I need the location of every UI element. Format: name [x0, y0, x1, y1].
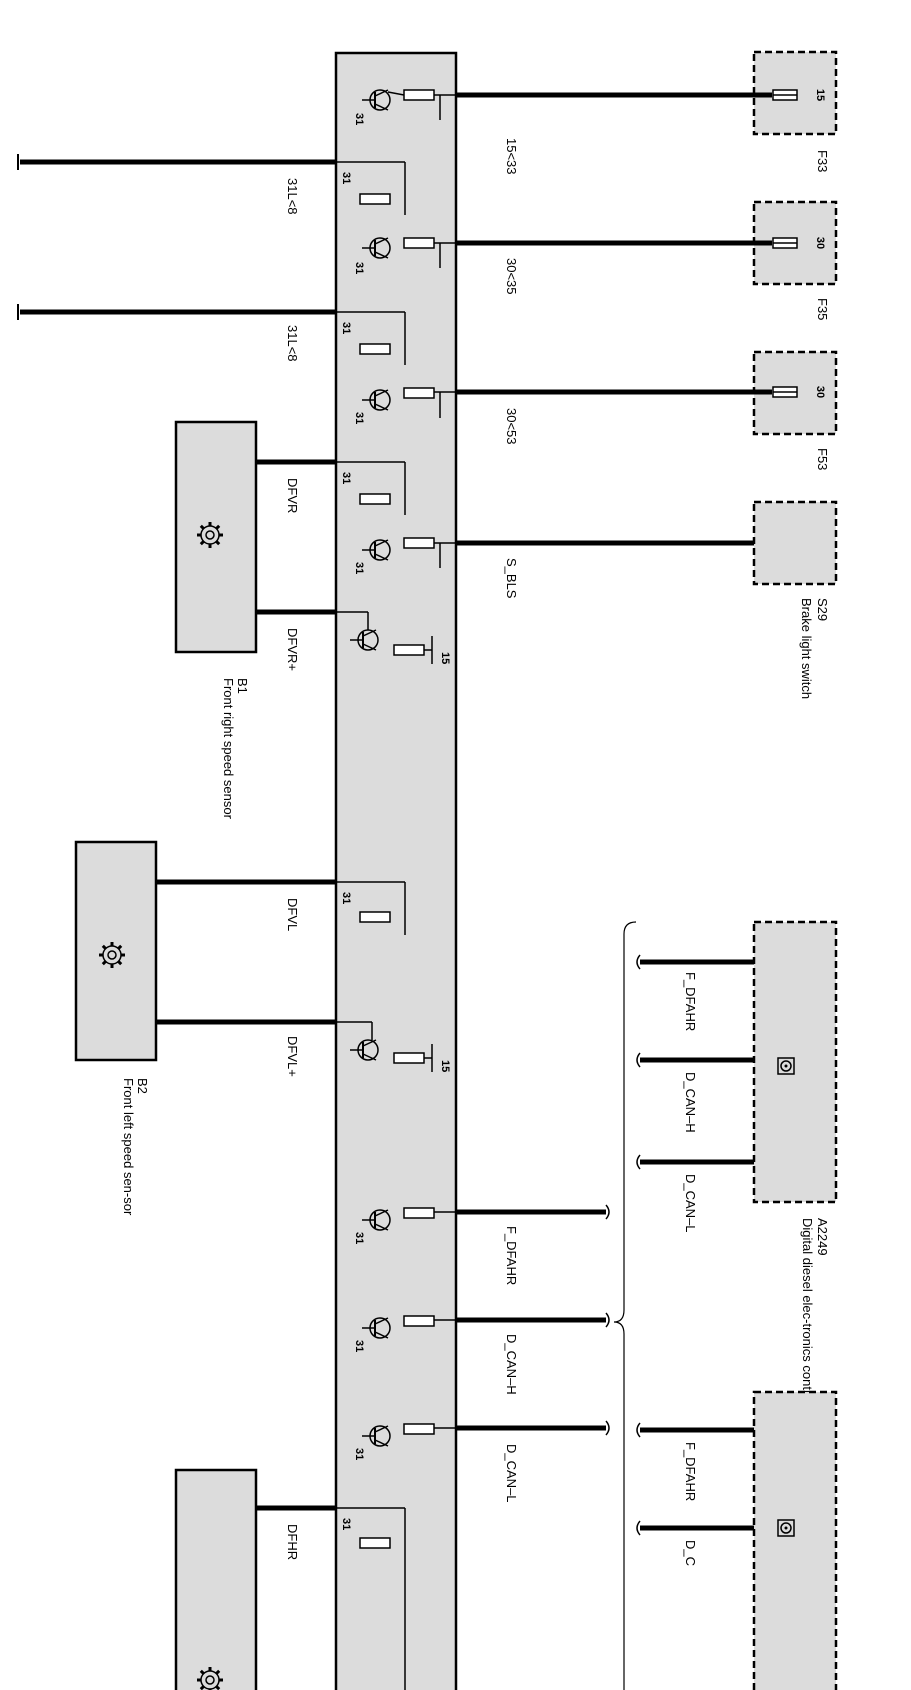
wire-label: D_C	[683, 1540, 698, 1566]
wire-label: F_DFAHR	[504, 1226, 519, 1285]
wire-label: DFVL+	[285, 1036, 300, 1077]
svg-text:31: 31	[340, 892, 352, 904]
svg-text:15: 15	[439, 1060, 451, 1072]
internal-ground-2: 31	[336, 311, 406, 365]
internal-ground-5: 31	[336, 1507, 406, 1690]
sensor-name: Front left speed sen-sor	[121, 1078, 136, 1216]
wire-label: 30<35	[504, 258, 519, 295]
sensor-name: Front right speed sensor	[221, 678, 236, 820]
internal-stage-9: 31	[353, 1423, 456, 1460]
internal-stage-4: 31	[353, 537, 456, 574]
brake-light-switch: S29 Brake light switch	[752, 500, 838, 699]
internal-ground-1: 31	[336, 161, 406, 215]
internal-stage-2: 31	[353, 237, 456, 274]
wire-label: S_BLS	[504, 558, 519, 599]
fuse-icon	[772, 89, 798, 101]
svg-text:31: 31	[353, 562, 365, 574]
internal-stage-7: 31	[353, 1207, 456, 1244]
svg-text:31: 31	[353, 1448, 365, 1460]
internal-stage-1: 31	[353, 89, 456, 125]
wire-label: 30<53	[504, 408, 519, 445]
svg-text:15: 15	[439, 652, 451, 664]
svg-text:31: 31	[353, 1232, 365, 1244]
fuse-terminal: 30	[814, 386, 826, 398]
internal-stage-5: 15	[336, 611, 451, 664]
switch-name: Brake light switch	[799, 598, 814, 699]
fuse-id: F53	[815, 448, 830, 470]
switch-id: S29	[815, 598, 830, 621]
internal-stage-6: 15	[336, 1021, 451, 1072]
bus-bracket	[613, 921, 637, 1690]
dde-control-unit: A2249 Digital diesel elec-tronics contro…	[752, 920, 838, 1429]
fuse-f53: 30 F53	[752, 350, 838, 470]
sensor-b3	[174, 1468, 258, 1690]
internal-stage-3: 31	[353, 387, 456, 424]
sensor-b1: B1 Front right speed sensor	[174, 420, 258, 820]
wire-label: 31L<8	[285, 178, 300, 215]
wire-label: D_CAN–L	[504, 1444, 519, 1503]
sensor-b2: B2 Front left speed sen-sor	[74, 840, 158, 1216]
wire-label: DFVR+	[285, 628, 300, 671]
wire-label: DFVL	[285, 898, 300, 931]
fuse-terminal: 15	[814, 89, 826, 101]
wire-label: F_DFAHR	[683, 1442, 698, 1501]
fuse-f33: 15 F33	[752, 50, 838, 172]
wire-label: 15<33	[504, 138, 519, 175]
svg-text:31: 31	[353, 262, 365, 274]
svg-text:31: 31	[340, 1518, 352, 1530]
internal-ground-3: 31	[336, 461, 406, 515]
fuse-id: F35	[815, 298, 830, 320]
central-control-unit	[334, 51, 458, 1690]
wire-label: DFHR	[285, 1524, 300, 1560]
sensor-id: B2	[135, 1078, 150, 1094]
internal-ground-4: 31	[336, 881, 406, 935]
fuse-id: F33	[815, 150, 830, 172]
wire-label: 31L<8	[285, 325, 300, 362]
fuse-icon	[772, 386, 798, 398]
fuse-terminal: 30	[814, 237, 826, 249]
svg-text:31: 31	[340, 322, 352, 334]
fuse-f35: 30 F35	[752, 200, 838, 320]
internal-stage-8: 31	[353, 1315, 456, 1352]
svg-text:31: 31	[340, 172, 352, 184]
wire-label: D_CAN–L	[683, 1174, 698, 1233]
svg-text:31: 31	[353, 113, 365, 125]
sensor-id: B1	[235, 678, 250, 694]
wire-label: D_CAN–H	[683, 1072, 698, 1133]
wire-label: F_DFAHR	[683, 972, 698, 1031]
svg-text:31: 31	[340, 472, 352, 484]
fuse-icon	[772, 237, 798, 249]
svg-text:31: 31	[353, 1340, 365, 1352]
second-bus-unit	[752, 1390, 838, 1690]
wire-label: DFVR	[285, 478, 300, 513]
wire-label: D_CAN–H	[504, 1334, 519, 1395]
unit-name: Digital diesel elec-tronics control unit	[800, 1218, 815, 1429]
svg-text:31: 31	[353, 412, 365, 424]
unit-id: A2249	[815, 1218, 830, 1256]
